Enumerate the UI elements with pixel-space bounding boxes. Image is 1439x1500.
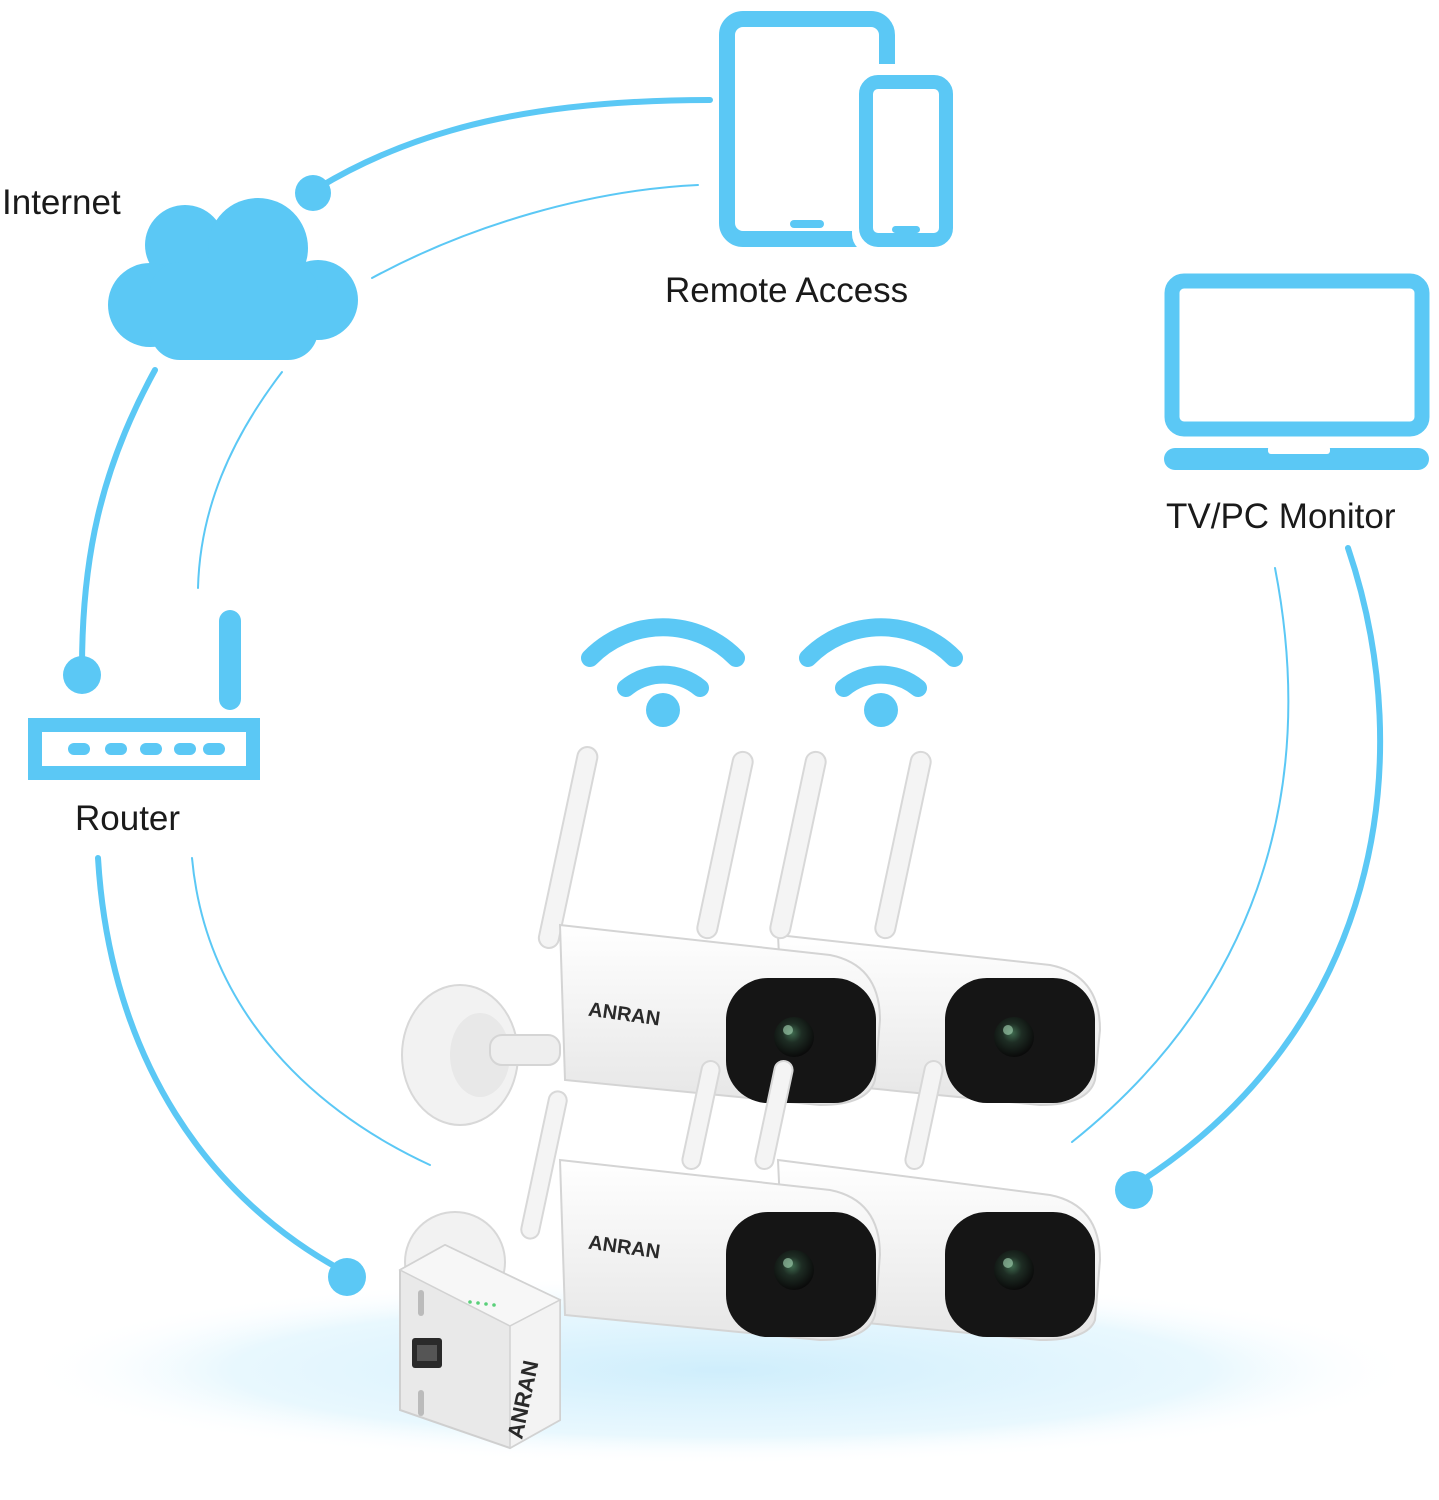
arc-thin-internet-router [197,371,283,589]
camera: ANRAN [404,1060,882,1342]
connection-lines [79,97,1384,1275]
arc-router-nvr [95,855,348,1275]
label-remote-access: Remote Access [665,271,908,310]
dot-monitor [1115,1171,1153,1209]
router-icon [28,610,260,780]
arc-internet-router [79,367,158,671]
connection-dots [63,175,1153,1296]
laptop-icon [1164,273,1430,470]
dot-router [63,656,101,694]
connection-lines-thin [191,184,1290,1166]
phone-icon [852,64,962,254]
label-internet: Internet [2,183,121,222]
dot-nvr [328,1258,366,1296]
wifi-icon [581,618,745,727]
arc-internet-remote [315,97,713,191]
arc-thin-router-cameras [191,857,431,1166]
label-router: Router [75,799,180,838]
wifi-icon [799,618,963,727]
cloud-icon [108,198,358,360]
label-tv-pc-monitor: TV/PC Monitor [1166,497,1396,536]
nvr-hub: ANRAN [398,1243,562,1450]
arc-monitor-cameras [1132,545,1384,1188]
dot-internet [295,175,331,211]
camera: ANRAN [401,746,882,1126]
arc-thin-internet-remote [371,184,699,279]
arc-thin-monitor-cameras [1071,567,1290,1143]
